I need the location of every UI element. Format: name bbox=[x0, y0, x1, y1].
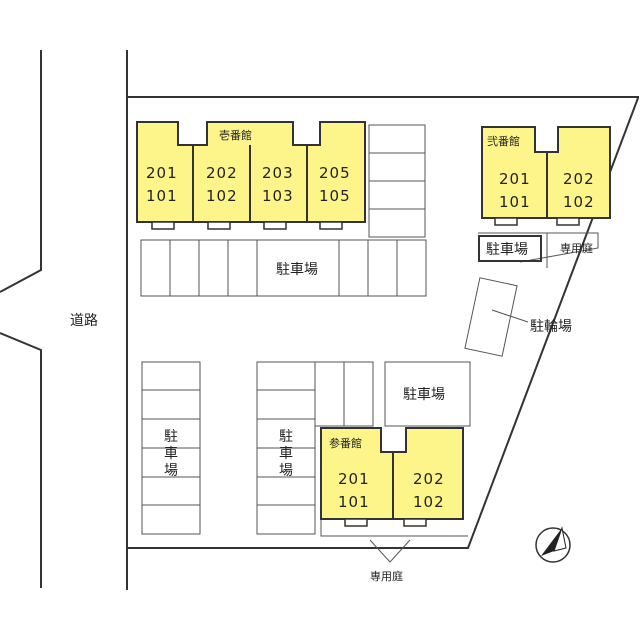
bicycle-parking bbox=[464, 277, 529, 357]
ichiban-unit-3-upper: 203 bbox=[262, 164, 294, 182]
bicycle-parking-label: 駐輪場 bbox=[530, 318, 572, 335]
sanban-name: 参番館 bbox=[329, 436, 362, 450]
building-niban bbox=[481, 126, 611, 226]
parking-row-top bbox=[140, 239, 427, 297]
parking-center-label-1: 駐 bbox=[279, 429, 293, 445]
parking-mid-right-label: 駐車場 bbox=[403, 386, 445, 403]
site-boundary bbox=[127, 96, 639, 549]
parking-top-label: 駐車場 bbox=[276, 261, 318, 278]
ichiban-unit-1-upper: 201 bbox=[146, 164, 178, 182]
ichiban-name: 壱番館 bbox=[219, 128, 252, 142]
ichiban-unit-4-lower: 105 bbox=[319, 187, 351, 205]
parking-center-label-3: 場 bbox=[279, 463, 293, 479]
parking-left-label-3: 場 bbox=[164, 463, 178, 479]
niban-unit-1-upper: 201 bbox=[499, 170, 531, 188]
parking-left-label-1: 駐 bbox=[164, 429, 178, 445]
ichiban-unit-3-lower: 103 bbox=[262, 187, 294, 205]
sanban-unit-1-upper: 201 bbox=[338, 470, 370, 488]
parking-box-mid-right bbox=[384, 361, 471, 427]
sanban-unit-2-upper: 202 bbox=[413, 470, 445, 488]
road-edge-left-lower bbox=[0, 332, 42, 588]
parking-block-mid bbox=[314, 361, 374, 427]
niban-unit-2-lower: 102 bbox=[563, 193, 595, 211]
ichiban-unit-1-lower: 101 bbox=[146, 187, 178, 205]
sanban-yard-outline bbox=[320, 520, 468, 537]
sanban-unit-2-lower: 102 bbox=[413, 493, 445, 511]
road-edge-left bbox=[0, 50, 42, 293]
road-label: 道路 bbox=[70, 313, 98, 329]
small-parking-box bbox=[478, 235, 542, 262]
niban-unit-1-lower: 101 bbox=[499, 193, 531, 211]
private-garden-label-right: 専用庭 bbox=[560, 241, 593, 255]
ichiban-unit-4-upper: 205 bbox=[319, 164, 351, 182]
private-garden-label-bottom: 専用庭 bbox=[370, 569, 403, 583]
niban-unit-2-upper: 202 bbox=[563, 170, 595, 188]
sanban-unit-1-lower: 101 bbox=[338, 493, 370, 511]
building-sanban bbox=[320, 427, 464, 527]
parking-column-center bbox=[256, 361, 316, 535]
parking-center-label-2: 車 bbox=[279, 445, 293, 462]
building-ichiban bbox=[136, 121, 366, 230]
garden-pointer bbox=[369, 539, 411, 563]
niban-yard-outline bbox=[478, 232, 599, 263]
niban-name: 弐番館 bbox=[487, 134, 520, 148]
parking-column-left bbox=[141, 361, 201, 535]
parking-left-label-2: 車 bbox=[164, 445, 178, 462]
parking-small-label: 駐車場 bbox=[486, 241, 528, 258]
ichiban-unit-2-lower: 102 bbox=[206, 187, 238, 205]
parking-stalls-upper-right bbox=[368, 124, 426, 238]
ichiban-unit-2-upper: 202 bbox=[206, 164, 238, 182]
north-arrow-icon bbox=[535, 526, 571, 563]
